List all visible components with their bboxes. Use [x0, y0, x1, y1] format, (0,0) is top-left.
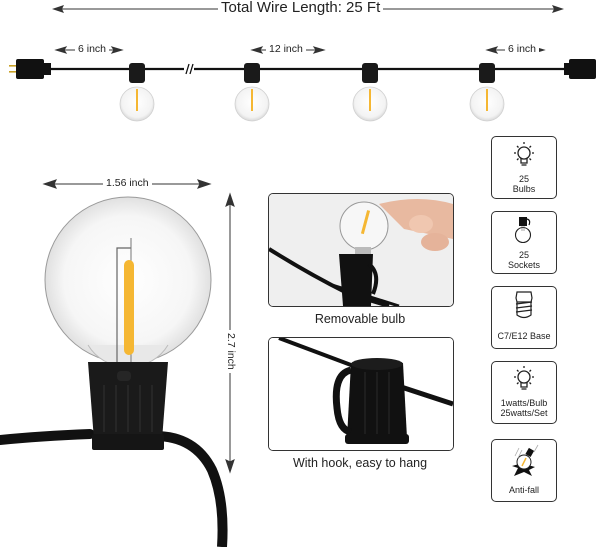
- right-lead-length-label: 6 inch: [505, 43, 540, 55]
- bulb-height-label: 2.7 inch: [225, 330, 237, 373]
- socket-count-label: Sockets: [507, 260, 540, 270]
- spec-card-wattage: 1watts/Bulb 25watts/Set: [491, 361, 557, 424]
- base-type: C7/E12 Base: [497, 331, 551, 341]
- hook-caption: With hook, easy to hang: [292, 456, 428, 470]
- feature-photo-hook: [268, 337, 454, 451]
- anti-fall-label: Anti-fall: [508, 485, 539, 495]
- string-light-illustration: [9, 46, 596, 122]
- mini-bulb-3: [352, 63, 388, 122]
- bulb-spacing-label: 12 inch: [266, 43, 306, 55]
- bulb-count-label: Bulbs: [512, 184, 536, 194]
- watts-per-bulb: 1watts/Bulb: [500, 398, 548, 408]
- spec-card-base: C7/E12 Base: [491, 286, 557, 349]
- socket-count: 25: [518, 250, 529, 260]
- feature-photo-removable: [268, 193, 454, 307]
- spec-card-sockets: 25 Sockets: [491, 211, 557, 274]
- left-lead-length-label: 6 inch: [75, 43, 110, 55]
- spec-card-bulbs: 25 Bulbs: [491, 136, 557, 199]
- hook-socket-photo: [269, 338, 453, 450]
- mini-bulb-1: [119, 63, 155, 122]
- bulb-width-label: 1.56 inch: [103, 177, 152, 189]
- female-connector-icon: [564, 59, 596, 79]
- mini-bulb-2: [234, 63, 270, 122]
- male-plug-icon: [9, 59, 51, 79]
- large-bulb-illustration: [0, 179, 235, 547]
- total-length-label: Total Wire Length: 25 Ft: [218, 0, 384, 16]
- bulb-count: 25: [518, 174, 529, 184]
- lightbulb-icon: [514, 366, 534, 390]
- lightbulb-icon: [514, 142, 534, 166]
- removable-bulb-photo: [269, 194, 453, 306]
- removable-bulb-caption: Removable bulb: [314, 312, 406, 326]
- screw-base-icon: [515, 291, 533, 319]
- mini-bulb-4: [469, 63, 505, 122]
- socket-bulb-icon: [514, 217, 532, 244]
- spec-card-anti-fall: Anti-fall: [491, 439, 557, 502]
- shatterproof-bulb-icon: [512, 444, 539, 476]
- watts-per-set: 25watts/Set: [500, 408, 548, 418]
